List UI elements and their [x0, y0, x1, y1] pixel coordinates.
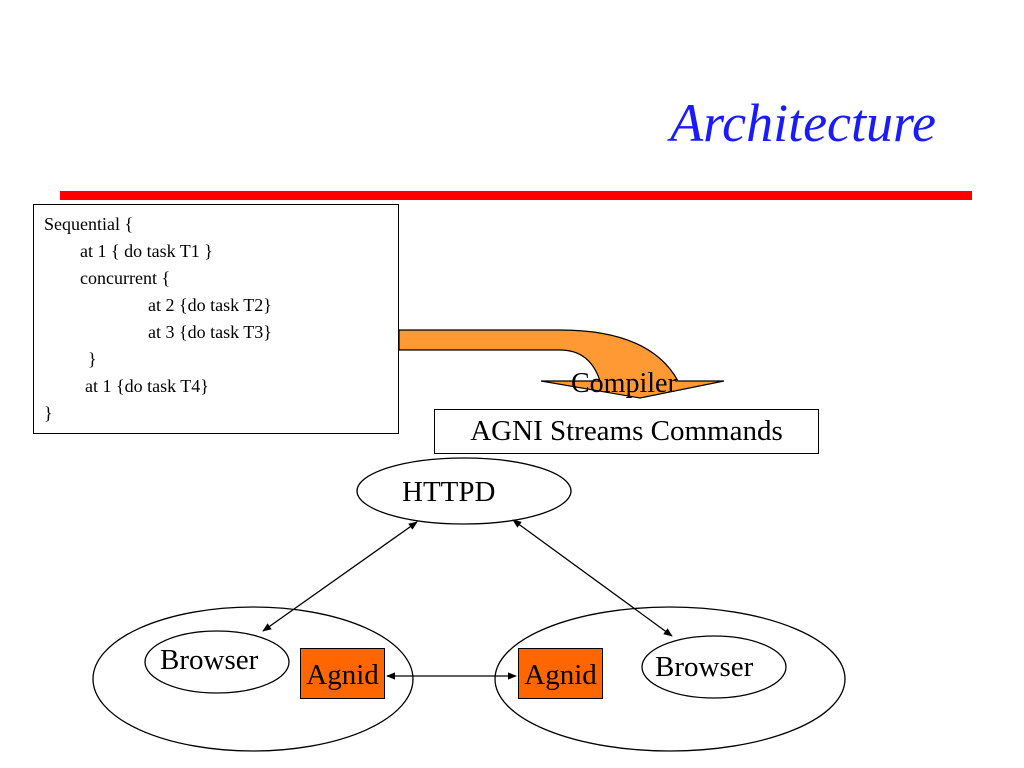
- httpd-ellipse: [356, 457, 572, 525]
- code-box: Sequential { at 1 { do task T1 } concurr…: [33, 204, 399, 434]
- httpd-label: HTTPD: [402, 476, 496, 508]
- code-line: at 1 {do task T4}: [85, 376, 209, 396]
- agni-streams-commands-box: AGNI Streams Commands: [434, 409, 819, 454]
- httpd-right-browser-arrow: [512, 519, 673, 637]
- httpd-left-browser-arrow: [262, 521, 418, 632]
- left-browser-label: Browser: [160, 644, 259, 676]
- code-line: at 3 {do task T3}: [148, 322, 272, 342]
- right-browser-label: Browser: [655, 651, 754, 683]
- code-line: at 1 { do task T1 }: [80, 241, 213, 261]
- code-line: at 2 {do task T2}: [148, 295, 272, 315]
- right-browser-ellipse: [641, 635, 787, 699]
- code-line: }: [44, 403, 53, 423]
- title-divider: [60, 191, 972, 200]
- right-agnid-box: Agnid: [518, 648, 603, 699]
- code-line: Sequential {: [44, 214, 134, 234]
- slide-title: Architecture: [670, 93, 936, 153]
- left-agnid-box: Agnid: [300, 648, 385, 699]
- compiler-arrow: [398, 329, 725, 399]
- code-line: }: [88, 349, 97, 369]
- code-line: concurrent {: [80, 268, 171, 288]
- left-browser-ellipse: [144, 630, 290, 694]
- compiler-label: Compiler: [571, 368, 677, 399]
